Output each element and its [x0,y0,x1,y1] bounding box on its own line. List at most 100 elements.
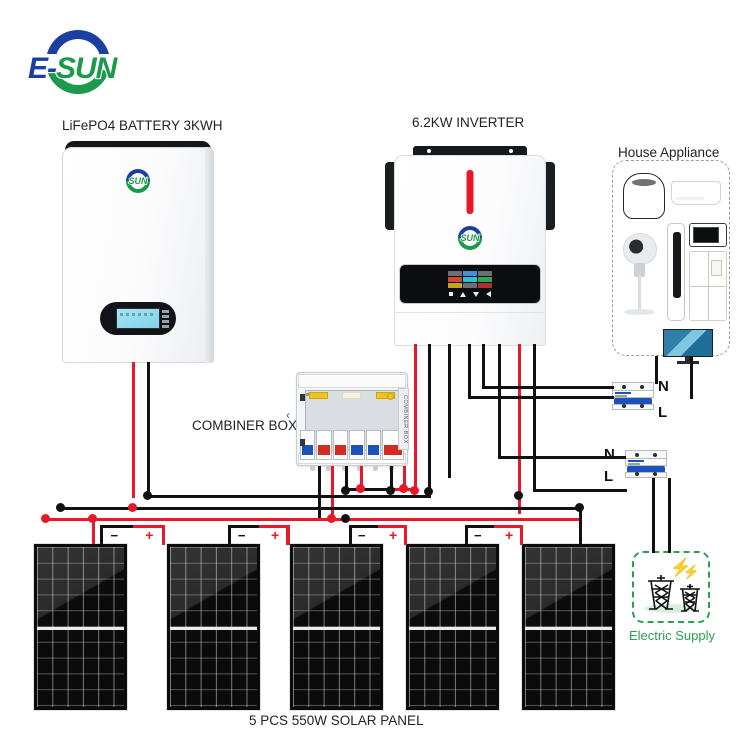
battery-negative-wire [147,362,150,495]
logo-wordmark-e: E- [27,51,58,86]
transmission-tower-icon [648,575,700,612]
split-air-conditioner-icon [671,181,721,205]
inverter-btn-menu[interactable] [449,292,453,296]
combiner-out-pos-3 [403,466,406,490]
junction-pv-pos-left [88,514,97,523]
pv-negative-trunk [60,507,580,510]
breaker1-line-label: L [658,404,668,421]
inverter-ac-in-n-wire [498,344,501,459]
terminal-negative-4: − [473,528,482,543]
combiner-tag-left [309,392,329,399]
combiner-breaker-3[interactable] [332,430,349,460]
inverter-lcd-screen [448,271,492,288]
combiner-out-pos-2 [360,466,363,488]
dc-negative-bus-combiner [345,488,395,491]
inverter-battery-neg-wire [428,344,431,491]
ac-input-breaker[interactable] [625,450,667,478]
pv-pos-drop-4 [404,525,407,545]
battery-display-pod[interactable] [100,302,176,335]
inverter-logo-ring-bottom [458,238,482,250]
terminal-negative-3: − [357,528,366,543]
house-wire-2-elbow [690,396,693,399]
inverter-seam-line [394,312,546,313]
electric-supply-label: Electric Supply [629,628,715,643]
combiner-breaker-2[interactable] [316,430,332,460]
junction-inverter-neg [424,487,433,496]
lifepo4-battery[interactable]: SUN [62,141,214,363]
solar-panel-4 [405,543,500,711]
inverter-btn-down[interactable] [473,291,479,297]
battery-logo-ring-top [126,169,150,181]
combiner-box-label: COMBINER BOX [192,418,298,433]
grid-wire-1 [652,478,655,553]
junction-combiner-neg-2 [341,486,350,495]
breaker1-bottom-terminals [612,404,654,410]
inverter-brand-logo: SUN [452,226,488,250]
inverter-button-row[interactable] [449,291,491,297]
combiner-out-neg-2 [345,466,348,490]
inverter-control-panel[interactable] [399,264,541,304]
breaker1-lever[interactable] [614,398,652,405]
inverter-pv-pos-wire [518,344,521,514]
breaker2-line-label: L [604,468,614,485]
inverter-red-stripe [466,170,474,214]
stand-fan-icon [621,233,665,321]
ac-output-breaker[interactable] [612,382,654,410]
solar-panel-5 [521,543,616,711]
combiner-out-pos-1 [331,466,334,518]
battery-label: LiFePO4 BATTERY 3KWH [62,118,223,133]
solar-panel-1 [33,543,128,711]
combiner-label-tags [302,392,402,399]
logo-gap-left [44,54,56,70]
breaker2-face [625,458,667,466]
combiner-breaker-row[interactable] [300,430,405,460]
logo-ring-top [46,30,110,62]
solar-panel-2 [166,543,261,711]
combiner-box[interactable]: COMBINER BOX [296,372,409,471]
pv-neg-drop-2 [228,525,231,545]
combiner-breaker-4[interactable] [349,430,365,460]
electric-supply-box: ⚡ ⚡ [632,551,710,623]
battery-brand-logo: SUN [120,169,156,193]
combiner-tag-mid [342,392,362,399]
battery-positive-wire [132,362,135,498]
terminal-negative-1: − [110,528,119,543]
refrigerator-icon [689,251,727,321]
terminal-positive-1: + [145,527,154,543]
battery-lcd-screen [116,308,160,329]
esun-logo: E-SUN [27,28,148,98]
inverter-btn-enter[interactable] [486,291,491,297]
battery-top-cap [65,141,211,150]
logo-wordmark-sun: SUN [55,51,119,86]
logo-ring [44,30,112,94]
combiner-clip-top-left [300,394,305,401]
logo-ring-bottom [46,62,110,94]
inverter-btn-up[interactable] [460,291,466,297]
house-wire-2 [690,356,693,398]
hybrid-inverter[interactable]: SUN [385,146,555,346]
breaker1-neutral-label: N [658,378,669,395]
rice-cooker-icon [623,173,665,219]
logo-wordmark: E-SUN [27,51,119,86]
ac-in-l-run [533,489,627,492]
inverter-ac-in-l-wire [533,344,536,492]
battery-button-strip[interactable] [162,309,169,328]
junction-battery-neg [143,491,152,500]
panel-terminal-pair-4: − + [465,525,523,545]
panel-terminal-pair-2: − + [228,525,290,545]
combiner-clip-bottom-left [300,439,305,446]
junction-combiner-neg-trunk [341,514,350,523]
grid-wire-2 [668,478,671,553]
television-icon [663,329,713,364]
inverter-logo-ring-top [458,226,482,238]
combiner-cable-glands [310,466,394,471]
combiner-indicator-knob[interactable] [387,393,394,400]
junction-pv-neg-right [575,503,584,512]
combiner-side-label: COMBINER BOX [398,388,409,450]
terminal-positive-2: + [271,527,280,543]
battery-side-edge [205,147,214,363]
pv-positive-trunk [45,518,579,521]
breaker2-lever[interactable] [627,466,665,473]
junction-trunk-left-end [41,514,50,523]
combiner-breaker-5[interactable] [365,430,381,460]
